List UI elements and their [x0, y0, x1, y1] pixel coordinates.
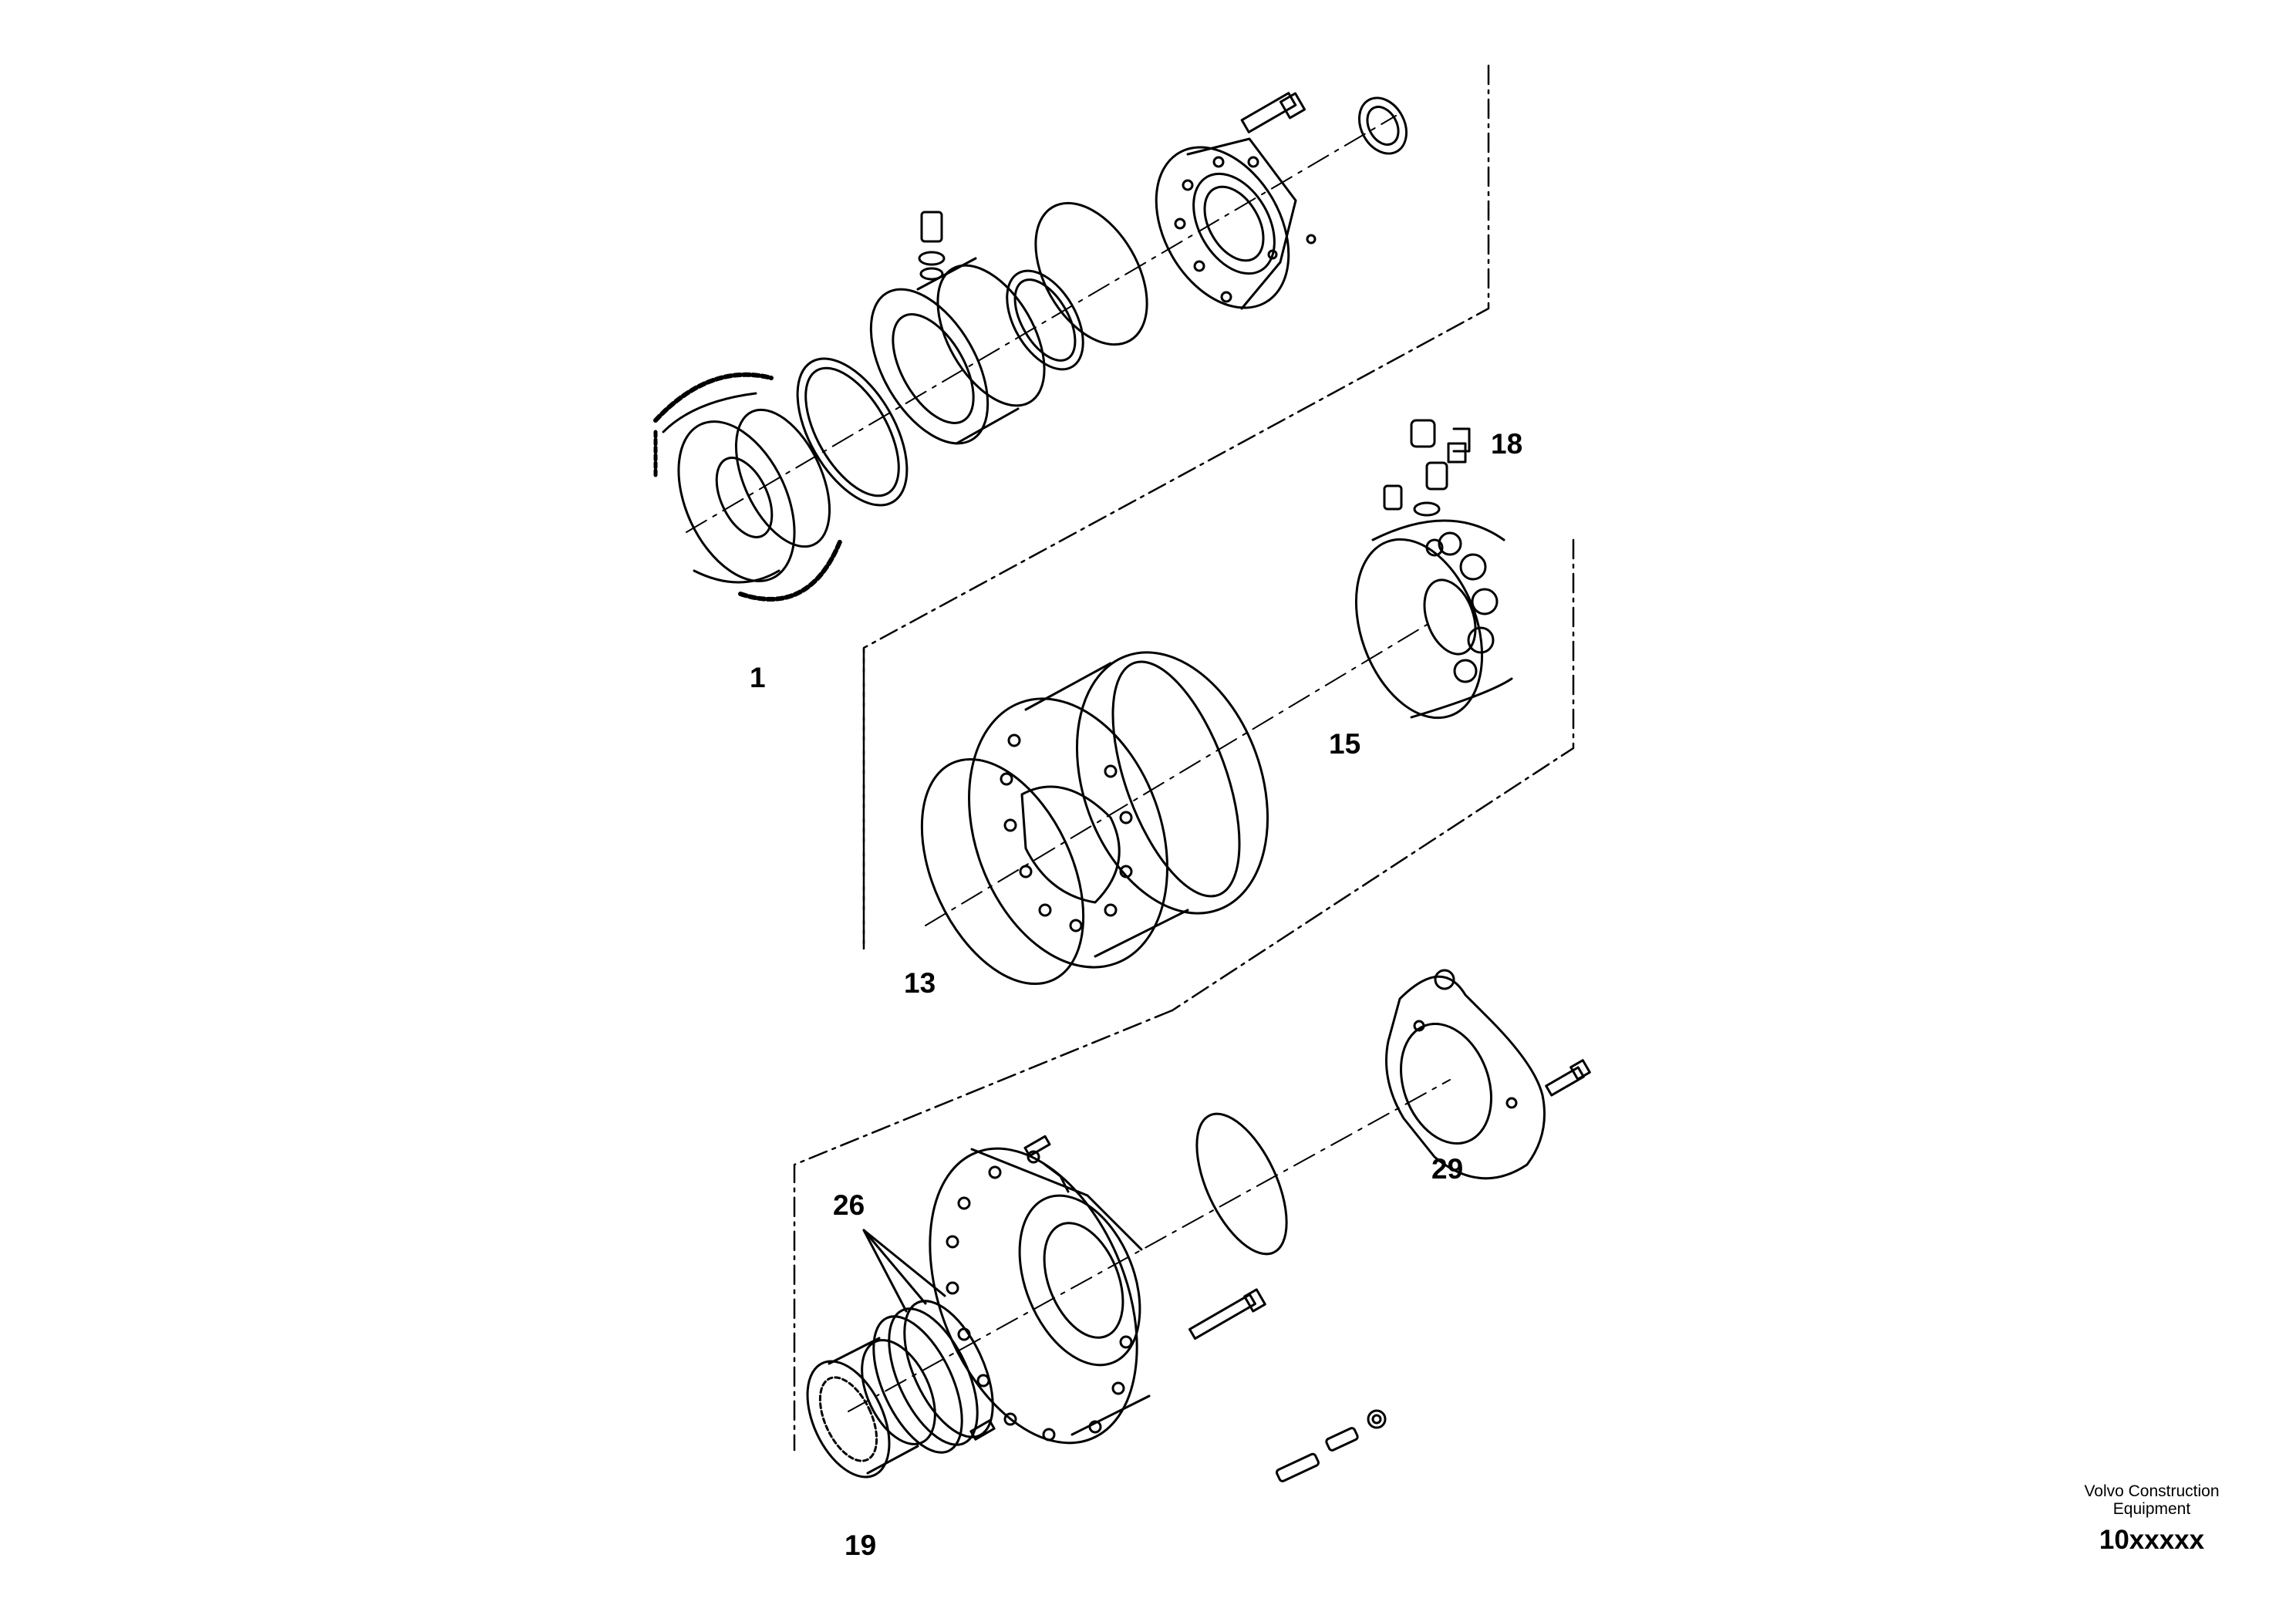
o-ring-part: [1006, 201, 1148, 371]
callout-29: 29: [1431, 1153, 1464, 1185]
bolt-part: [1240, 92, 1306, 133]
group-19-frame: [793, 1009, 1174, 1452]
seal-ring-part: [796, 357, 909, 507]
pins-part: [1275, 1409, 1387, 1482]
bolt-part: [1545, 1059, 1591, 1097]
bearing-ring-part: [869, 257, 1046, 445]
cam-ring-part: [968, 651, 1269, 969]
flange-housing-part: [1155, 137, 1317, 310]
group-15-frame: [862, 538, 1575, 1012]
callout-19: 19: [845, 1529, 877, 1561]
company-line-2: Equipment: [2112, 1500, 2191, 1519]
callout-1: 1: [750, 662, 766, 693]
callout-26: 26: [833, 1189, 865, 1221]
callout-15: 15: [1329, 728, 1361, 760]
group-1-axis: [686, 115, 1397, 533]
drawing-code: 10xxxxx: [2099, 1525, 2205, 1556]
company-block: Volvo Construction Equipment 10xxxxx: [2052, 1482, 2252, 1556]
end-seal-part: [1358, 96, 1408, 155]
main-housing-part: [929, 1147, 1151, 1445]
group-1-frame: [862, 64, 1490, 950]
plug-part: [918, 211, 946, 281]
ball-race-part: [653, 372, 843, 602]
rear-cover-part: [1385, 969, 1546, 1180]
bolt-part: [1188, 1288, 1266, 1340]
company-line-1: Volvo Construction: [2084, 1482, 2220, 1500]
o-ring-part: [1195, 1112, 1288, 1256]
group-19-axis: [848, 1079, 1451, 1412]
hub-part: [662, 392, 831, 584]
screw-part: [1023, 1135, 1070, 1193]
group-15-axis: [925, 624, 1428, 926]
callout-13: 13: [904, 967, 936, 999]
callout-18: 18: [1491, 428, 1523, 460]
cylinder-block-part: [1354, 519, 1513, 720]
seal-rings-part: [862, 1229, 994, 1454]
bearing-cage-part: [806, 1337, 996, 1479]
o-ring-part: [920, 660, 1241, 986]
fitting-part: [1383, 419, 1471, 517]
